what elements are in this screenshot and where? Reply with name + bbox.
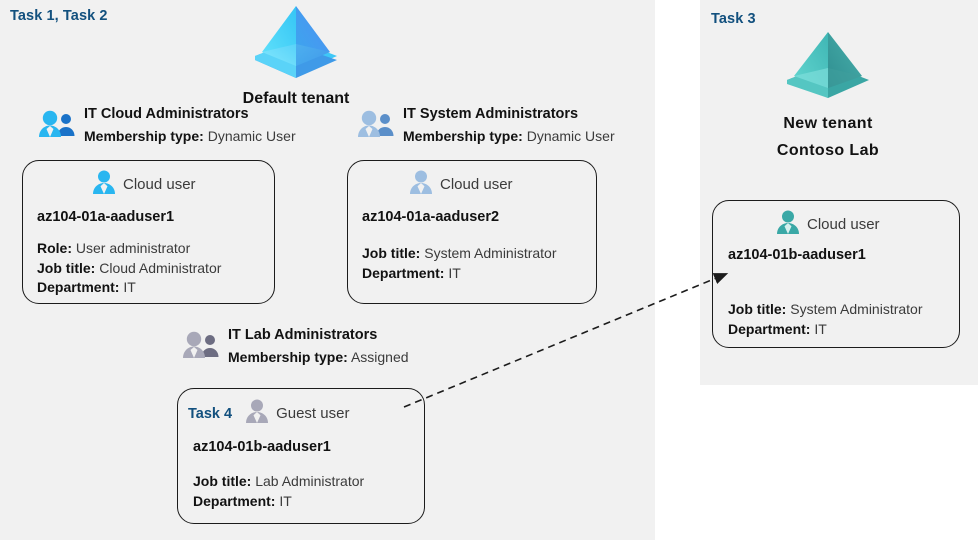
user-card-az104-01a-aaduser2: Cloud user az104-01a-aaduser2 Job title:… (347, 160, 597, 304)
user-card-az104-01a-aaduser1: Cloud user az104-01a-aaduser1 Role: User… (22, 160, 275, 304)
group-text-block: IT System Administrators Membership type… (403, 104, 615, 146)
card-usertype-label: Guest user (276, 405, 350, 422)
cloud-user-icon (408, 169, 434, 200)
group-name: IT Lab Administrators (228, 327, 378, 343)
card-property-value: Lab Administrator (255, 473, 365, 489)
card-property-role: Role: User administrator (37, 239, 274, 259)
azure-tenant-icon (232, 2, 360, 85)
card-username: az104-01b-aaduser1 (728, 247, 866, 263)
card-property-value: System Administrator (790, 301, 923, 317)
card-property-department: Department: IT (193, 492, 424, 512)
new-tenant-caption-line2: Contoso Lab (776, 142, 880, 159)
card-username: az104-01a-aaduser2 (362, 209, 500, 225)
card-property-label: Job title: (193, 473, 252, 489)
card-property-jobtitle: Job title: System Administrator (728, 300, 959, 320)
task-label-1-2: Task 1, Task 2 (10, 8, 108, 24)
group-it-lab-administrators: IT Lab Administrators Membership type: A… (182, 325, 409, 367)
group-users-icon (357, 110, 395, 143)
task-label-4: Task 4 (188, 405, 233, 422)
card-property-label: Department: (728, 320, 811, 337)
card-property-jobtitle: Job title: Cloud Administrator (37, 259, 274, 279)
group-users-icon (38, 110, 76, 143)
group-membership-label: Membership type: (84, 128, 204, 144)
card-usertype-row: Task 4 Guest user (188, 398, 424, 429)
card-property-jobtitle: Job title: Lab Administrator (193, 472, 424, 492)
card-property-label: Job title: (728, 301, 787, 317)
new-tenant-caption-line1: New tenant (783, 115, 873, 132)
default-tenant-caption: Default tenant (242, 90, 350, 107)
new-tenant-block: New tenant Contoso Lab (748, 30, 908, 161)
card-property-value: Cloud Administrator (99, 259, 222, 276)
card-usertype-row: Cloud user (775, 209, 959, 240)
group-users-icon (182, 331, 220, 364)
group-text-block: IT Cloud Administrators Membership type:… (84, 104, 296, 146)
card-usertype-label: Cloud user (440, 176, 513, 193)
card-properties: Job title: Lab Administrator Department:… (193, 472, 424, 511)
cloud-user-icon (775, 209, 801, 240)
card-property-value: IT (448, 264, 461, 281)
user-card-az104-01b-aaduser1: Cloud user az104-01b-aaduser1 Job title:… (712, 200, 960, 348)
card-properties: Job title: System Administrator Departme… (728, 300, 959, 339)
group-membership-label: Membership type: (228, 349, 348, 365)
card-username: az104-01b-aaduser1 (193, 439, 331, 455)
card-property-label: Department: (362, 264, 445, 281)
group-membership-value: Dynamic User (526, 128, 615, 144)
card-property-value: IT (123, 279, 136, 295)
group-name: IT Cloud Administrators (84, 106, 249, 122)
card-property-label: Department: (193, 492, 276, 509)
guest-user-icon (244, 398, 270, 429)
card-property-value: IT (279, 492, 292, 509)
group-membership-type: Membership type: Assigned (228, 347, 409, 367)
task-label-3: Task 3 (711, 11, 756, 27)
card-usertype-label: Cloud user (123, 176, 196, 193)
card-property-label: Job title: (362, 245, 421, 261)
card-property-value: User administrator (75, 240, 191, 256)
card-property-label: Department: (37, 279, 120, 295)
card-usertype-label: Cloud user (807, 216, 880, 233)
card-properties: Job title: System Administrator Departme… (362, 244, 596, 283)
card-property-jobtitle: Job title: System Administrator (362, 244, 596, 264)
card-property-department: Department: IT (728, 320, 959, 340)
user-card-az104-01b-aaduser1-guest: Task 4 Guest user az104-01b-aaduser1 Job… (177, 388, 425, 524)
group-membership-value: Assigned (350, 349, 409, 365)
card-properties: Role: User administrator Job title: Clou… (37, 239, 274, 298)
card-property-value: IT (814, 320, 827, 337)
azure-tenant-icon (748, 30, 908, 107)
card-usertype-row: Cloud user (408, 169, 596, 200)
group-it-system-administrators: IT System Administrators Membership type… (357, 104, 615, 146)
group-membership-type: Membership type: Dynamic User (84, 126, 296, 146)
group-membership-value: Dynamic User (207, 128, 296, 144)
card-property-label: Role: (37, 240, 72, 256)
group-name: IT System Administrators (403, 106, 579, 122)
default-tenant-block: Default tenant (232, 2, 360, 109)
cloud-user-icon (91, 169, 117, 200)
card-usertype-row: Cloud user (91, 169, 274, 200)
card-username: az104-01a-aaduser1 (37, 209, 175, 225)
group-membership-label: Membership type: (403, 128, 523, 144)
group-membership-type: Membership type: Dynamic User (403, 126, 615, 146)
card-property-value: System Administrator (424, 245, 557, 261)
group-text-block: IT Lab Administrators Membership type: A… (228, 325, 409, 367)
card-property-label: Job title: (37, 259, 96, 276)
card-property-department: Department: IT (362, 264, 596, 284)
group-it-cloud-administrators: IT Cloud Administrators Membership type:… (38, 104, 296, 146)
card-property-department: Department: IT (37, 278, 274, 298)
